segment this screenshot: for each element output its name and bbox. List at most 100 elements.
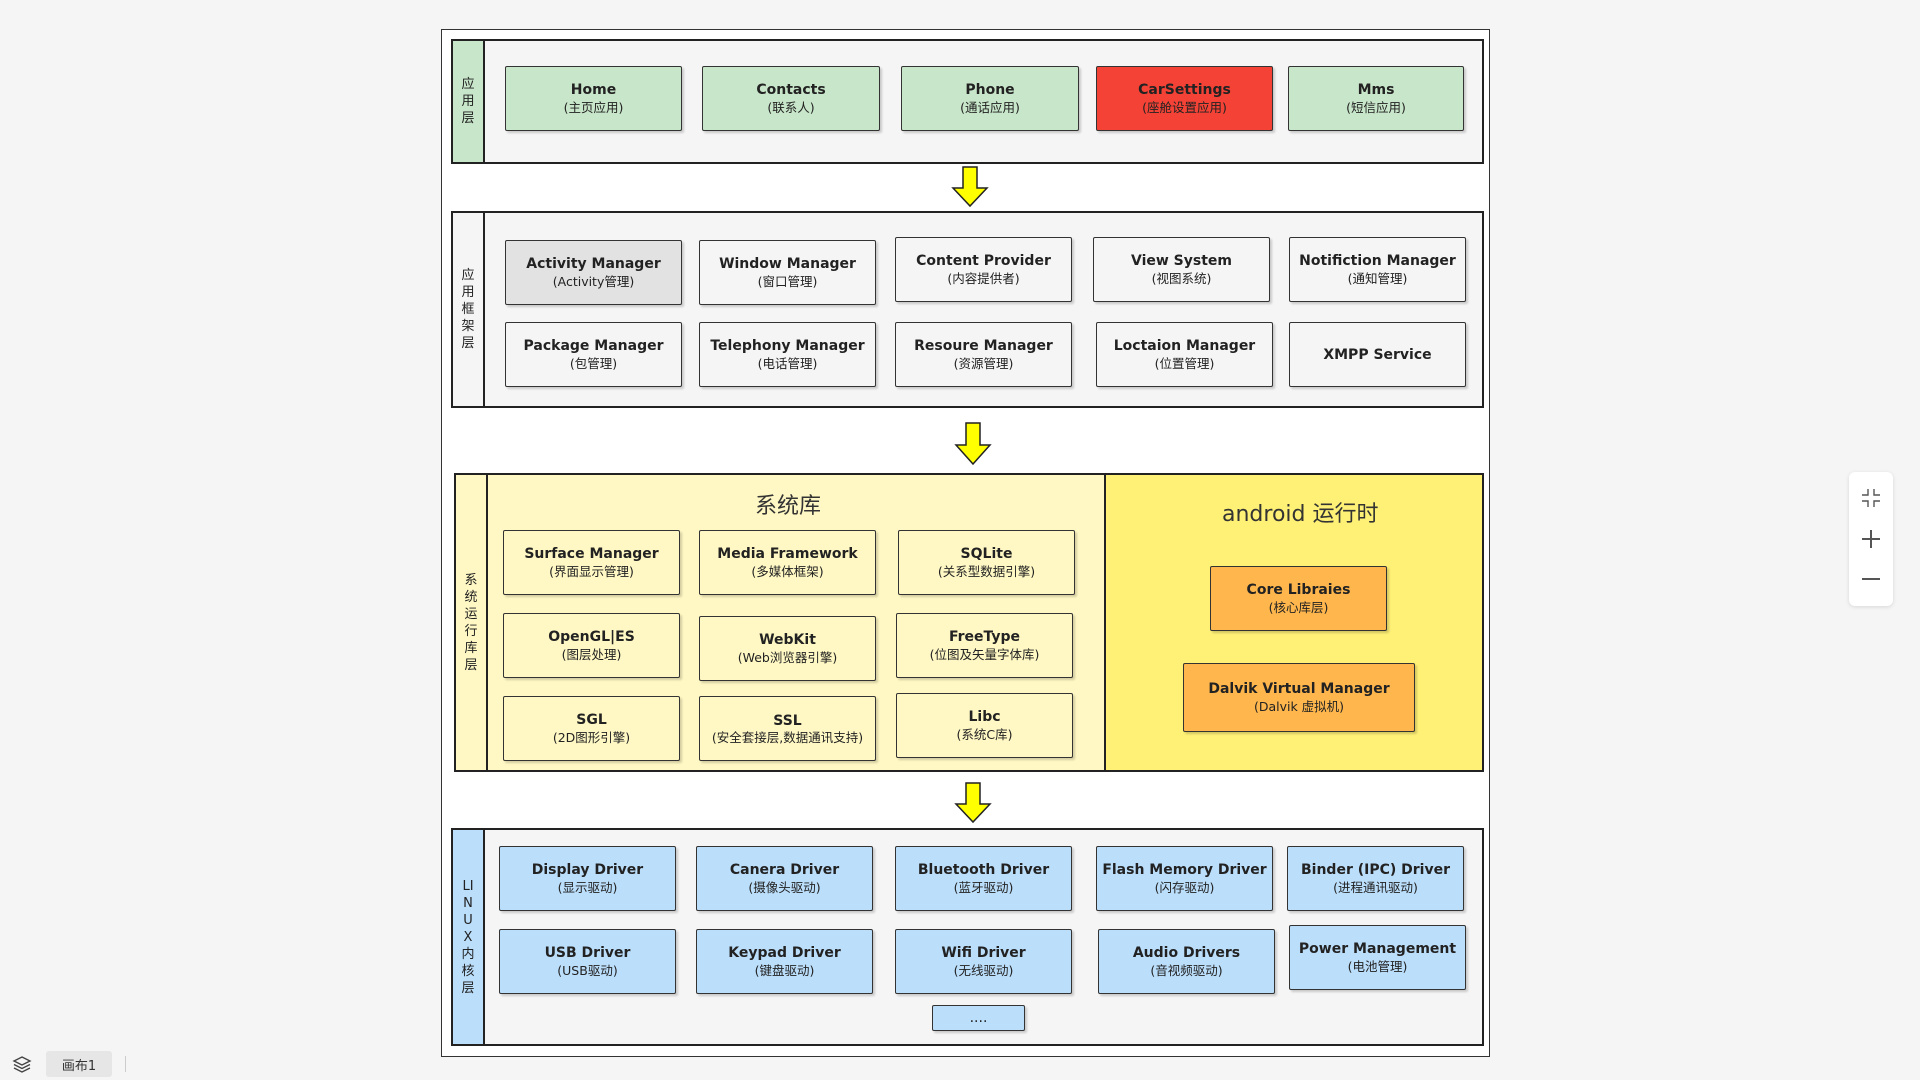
- zoom-out-icon[interactable]: [1849, 559, 1893, 599]
- dalvik-vm-title: Dalvik Virtual Manager: [1208, 681, 1390, 697]
- view-system-box[interactable]: View System (视图系统): [1093, 237, 1270, 302]
- libc-box[interactable]: Libc (系统C库): [896, 693, 1073, 758]
- webkit-sub: (Web浏览器引擎): [737, 650, 838, 665]
- webkit-title: WebKit: [759, 632, 816, 648]
- contacts-sub: (联系人): [767, 100, 815, 115]
- flash-memory-driver-sub: (闪存驱动): [1154, 880, 1215, 895]
- resource-manager-sub: (资源管理): [953, 356, 1014, 371]
- libc-title: Libc: [968, 709, 1001, 725]
- location-manager-sub: (位置管理): [1154, 356, 1215, 371]
- home-sub: (主页应用): [563, 100, 624, 115]
- activity-manager-title: Activity Manager: [526, 256, 661, 272]
- kernel-layer-label: LINUX内核层: [453, 830, 485, 1044]
- activity-manager-box[interactable]: Activity Manager (Activity管理): [505, 240, 682, 305]
- sgl-title: SGL: [576, 712, 607, 728]
- bluetooth-driver-box[interactable]: Bluetooth Driver (蓝牙驱动): [895, 846, 1072, 911]
- sgl-box[interactable]: SGL (2D图形引擎): [503, 696, 680, 761]
- surface-manager-box[interactable]: Surface Manager (界面显示管理): [503, 530, 680, 595]
- opengl-sub: (图层处理): [561, 647, 622, 662]
- opengl-box[interactable]: OpenGL|ES (图层处理): [503, 613, 680, 678]
- core-libraries-box[interactable]: Core Libraies (核心库层): [1210, 566, 1387, 631]
- telephony-manager-sub: (电话管理): [757, 356, 818, 371]
- bluetooth-driver-title: Bluetooth Driver: [917, 862, 1050, 878]
- resource-manager-box[interactable]: Resoure Manager (资源管理): [895, 322, 1072, 387]
- freetype-title: FreeType: [948, 629, 1021, 645]
- libc-sub: (系统C库): [956, 727, 1013, 742]
- more-drivers-title: ....: [969, 1010, 988, 1026]
- window-manager-sub: (窗口管理): [757, 274, 818, 289]
- content-provider-box[interactable]: Content Provider (内容提供者): [895, 237, 1072, 302]
- view-system-sub: (视图系统): [1151, 271, 1212, 286]
- ssl-sub: (安全套接层,数据通讯支持): [711, 730, 864, 745]
- freetype-box[interactable]: FreeType (位图及矢量字体库): [896, 613, 1073, 678]
- package-manager-box[interactable]: Package Manager (包管理): [505, 322, 682, 387]
- telephony-manager-title: Telephony Manager: [710, 338, 865, 354]
- canvas-tab[interactable]: 画布1: [46, 1051, 112, 1077]
- sqlite-sub: (关系型数据引擎): [937, 564, 1036, 579]
- phone-title: Phone: [965, 82, 1015, 98]
- location-manager-box[interactable]: Loctaion Manager (位置管理): [1096, 322, 1273, 387]
- binder-driver-sub: (进程通讯驱动): [1333, 880, 1418, 895]
- zoom-controls: [1849, 472, 1893, 606]
- contacts-box[interactable]: Contacts (联系人): [702, 66, 880, 131]
- ssl-title: SSL: [773, 713, 802, 729]
- content-provider-title: Content Provider: [916, 253, 1051, 269]
- activity-manager-sub: (Activity管理): [552, 274, 635, 289]
- usb-driver-box[interactable]: USB Driver (USB驱动): [499, 929, 676, 994]
- more-drivers-box[interactable]: ....: [932, 1005, 1025, 1031]
- ssl-box[interactable]: SSL (安全套接层,数据通讯支持): [699, 696, 876, 761]
- carsettings-sub: (座舱设置应用): [1142, 100, 1227, 115]
- webkit-box[interactable]: WebKit (Web浏览器引擎): [699, 616, 876, 681]
- layers-icon[interactable]: [12, 1054, 32, 1074]
- home-box[interactable]: Home (主页应用): [505, 66, 682, 131]
- binder-driver-box[interactable]: Binder (IPC) Driver (进程通讯驱动): [1287, 846, 1464, 911]
- sgl-sub: (2D图形引擎): [552, 730, 631, 745]
- surface-manager-title: Surface Manager: [524, 546, 659, 562]
- package-manager-title: Package Manager: [523, 338, 664, 354]
- wifi-driver-box[interactable]: Wifi Driver (无线驱动): [895, 929, 1072, 994]
- down-arrow-icon: [951, 166, 989, 208]
- zoom-in-icon[interactable]: [1849, 519, 1893, 559]
- power-management-title: Power Management: [1298, 941, 1457, 957]
- mms-sub: (短信应用): [1346, 100, 1406, 115]
- telephony-manager-box[interactable]: Telephony Manager (电话管理): [699, 322, 876, 387]
- phone-sub: (通话应用): [960, 100, 1020, 115]
- carsettings-box[interactable]: CarSettings (座舱设置应用): [1096, 66, 1273, 131]
- carsettings-title: CarSettings: [1138, 82, 1231, 98]
- home-title: Home: [570, 82, 617, 98]
- phone-box[interactable]: Phone (通话应用): [901, 66, 1079, 131]
- notification-manager-sub: (通知管理): [1347, 271, 1408, 286]
- sqlite-box[interactable]: SQLite (关系型数据引擎): [898, 530, 1075, 595]
- view-system-title: View System: [1130, 253, 1232, 269]
- window-manager-box[interactable]: Window Manager (窗口管理): [699, 240, 876, 305]
- mms-box[interactable]: Mms (短信应用): [1288, 66, 1464, 131]
- dalvik-vm-box[interactable]: Dalvik Virtual Manager (Dalvik 虚拟机): [1183, 663, 1415, 732]
- bluetooth-driver-sub: (蓝牙驱动): [953, 880, 1014, 895]
- camera-driver-title: Canera Driver: [729, 862, 840, 878]
- xmpp-service-box[interactable]: XMPP Service: [1289, 322, 1466, 387]
- media-framework-box[interactable]: Media Framework (多媒体框架): [699, 530, 876, 595]
- audio-drivers-box[interactable]: Audio Drivers (音视频驱动): [1098, 929, 1275, 994]
- display-driver-title: Display Driver: [531, 862, 644, 878]
- keypad-driver-box[interactable]: Keypad Driver (键盘驱动): [696, 929, 873, 994]
- notification-manager-title: Notifiction Manager: [1299, 253, 1456, 269]
- wifi-driver-title: Wifi Driver: [941, 945, 1026, 961]
- power-management-box[interactable]: Power Management (电池管理): [1289, 925, 1466, 990]
- camera-driver-box[interactable]: Canera Driver (摄像头驱动): [696, 846, 873, 911]
- down-arrow-icon: [954, 782, 992, 824]
- freetype-sub: (位图及矢量字体库): [929, 647, 1040, 662]
- usb-driver-title: USB Driver: [544, 945, 631, 961]
- notification-manager-box[interactable]: Notifiction Manager (通知管理): [1289, 237, 1466, 302]
- dalvik-vm-sub: (Dalvik 虚拟机): [1253, 699, 1345, 714]
- binder-driver-title: Binder (IPC) Driver: [1301, 862, 1450, 878]
- flash-memory-driver-box[interactable]: Flash Memory Driver (闪存驱动): [1096, 846, 1273, 911]
- camera-driver-sub: (摄像头驱动): [748, 880, 821, 895]
- collapse-icon[interactable]: [1849, 478, 1893, 518]
- location-manager-title: Loctaion Manager: [1113, 338, 1256, 354]
- display-driver-box[interactable]: Display Driver (显示驱动): [499, 846, 676, 911]
- media-framework-sub: (多媒体框架): [751, 564, 824, 579]
- system-libs-title: 系统库: [755, 494, 822, 519]
- audio-drivers-sub: (音视频驱动): [1150, 963, 1223, 978]
- sqlite-title: SQLite: [960, 546, 1013, 562]
- core-libraries-title: Core Libraies: [1246, 582, 1351, 598]
